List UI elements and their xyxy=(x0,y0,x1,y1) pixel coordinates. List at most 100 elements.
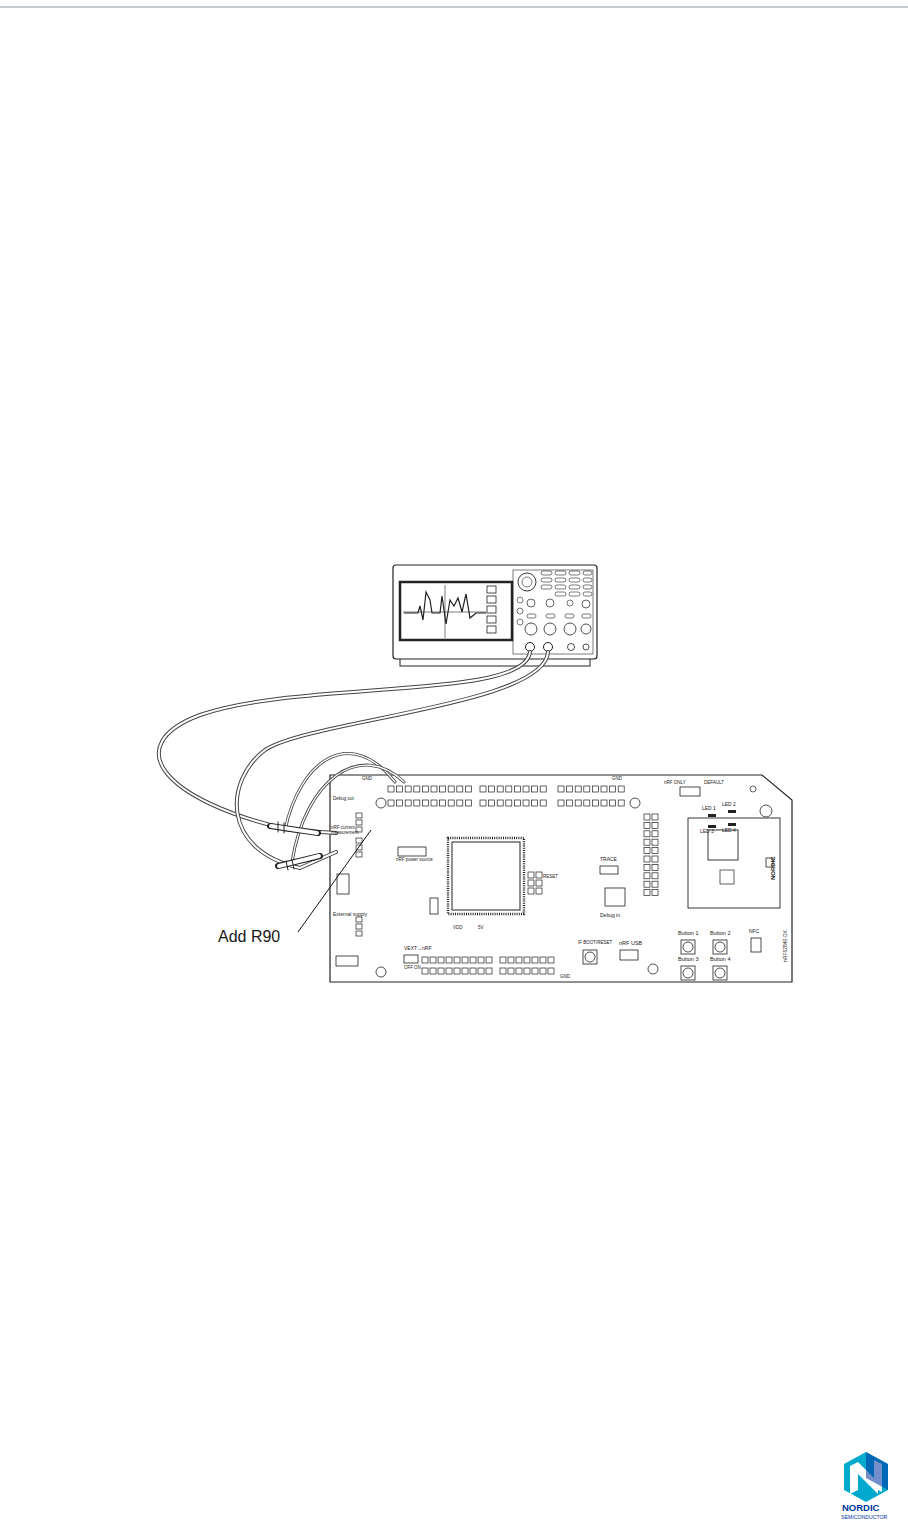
header-pin xyxy=(500,968,506,974)
header-pin xyxy=(422,968,428,974)
header-pin xyxy=(446,957,452,963)
header-pin xyxy=(430,968,436,974)
header-pin xyxy=(508,968,514,974)
header-pin xyxy=(470,957,476,963)
board-label: GND xyxy=(612,777,622,782)
header-pin xyxy=(532,957,538,963)
header-pin xyxy=(465,800,471,806)
header-pin xyxy=(497,800,503,806)
board-label: Button 3 xyxy=(678,957,699,963)
header-pin xyxy=(575,800,581,806)
board-label: External supply xyxy=(333,912,367,917)
board-label: 5V xyxy=(478,926,484,931)
header-pin xyxy=(356,924,362,929)
board-label: GND xyxy=(560,975,570,980)
header-pin xyxy=(528,888,534,894)
header-pin xyxy=(652,831,658,837)
header-pin xyxy=(397,800,403,806)
header-pin xyxy=(405,800,411,806)
header-pin xyxy=(652,814,658,820)
logo-text: SEMICONDUCTOR xyxy=(841,1515,887,1520)
header-pin xyxy=(480,786,486,792)
board-label: LED 1 xyxy=(702,806,716,811)
board-label: Button 4 xyxy=(710,957,731,963)
header-pin xyxy=(446,968,452,974)
header-pin xyxy=(567,786,573,792)
header-pin xyxy=(558,786,564,792)
logo-text: NORDIC xyxy=(842,1503,879,1513)
board-label: Debug in xyxy=(600,913,620,918)
header-pin xyxy=(462,968,468,974)
header-pin xyxy=(540,800,546,806)
header-pin xyxy=(644,822,650,828)
header-pin xyxy=(457,786,463,792)
header-pin xyxy=(523,800,529,806)
header-pin xyxy=(644,831,650,837)
header-pin xyxy=(523,786,529,792)
header-pin xyxy=(454,968,460,974)
board-label: LED 3 xyxy=(700,829,714,834)
header-pin xyxy=(644,848,650,854)
header-pin xyxy=(575,786,581,792)
header-pin xyxy=(644,814,650,820)
header-pin xyxy=(422,786,428,792)
header-pin xyxy=(422,957,428,963)
header-pin xyxy=(524,968,530,974)
header-pin xyxy=(478,968,484,974)
header-pin xyxy=(644,856,650,862)
header-pin xyxy=(440,786,446,792)
header-pin xyxy=(454,957,460,963)
header-pin xyxy=(532,786,538,792)
header-pin xyxy=(592,800,598,806)
board-label: Button 1 xyxy=(678,931,699,937)
header-pin xyxy=(356,852,362,857)
header-pin xyxy=(540,786,546,792)
board-label: DEFAULT xyxy=(704,781,724,786)
header-pin xyxy=(438,968,444,974)
header-pin xyxy=(592,786,598,792)
header-pin xyxy=(497,786,503,792)
board-label: nRF52840-DK xyxy=(783,930,788,962)
header-pin xyxy=(506,800,512,806)
header-pin xyxy=(610,800,616,806)
header-pin xyxy=(601,800,607,806)
board-label: ON xyxy=(414,966,421,971)
header-pin xyxy=(422,800,428,806)
header-pin xyxy=(508,957,514,963)
board-label: IF BOOT/RESET xyxy=(578,941,612,946)
header-pin xyxy=(430,957,436,963)
header-pin xyxy=(652,864,658,870)
header-pin xyxy=(584,786,590,792)
header-pin xyxy=(480,800,486,806)
header-pin xyxy=(652,856,658,862)
header-pin xyxy=(506,786,512,792)
header-pin xyxy=(528,872,534,878)
header-pin xyxy=(431,800,437,806)
board-label: LED 2 xyxy=(722,802,736,807)
header-pin xyxy=(652,822,658,828)
header-pin xyxy=(438,957,444,963)
board-label: Button 2 xyxy=(710,931,731,937)
board-label: Debug out xyxy=(333,797,354,802)
header-rule xyxy=(0,7,908,8)
header-pin xyxy=(584,800,590,806)
board-label: nRF USB xyxy=(619,941,642,947)
header-pin xyxy=(514,786,520,792)
header-pin xyxy=(440,800,446,806)
header-pin xyxy=(470,968,476,974)
header-pin xyxy=(644,890,650,896)
header-pin xyxy=(356,931,362,936)
header-pin xyxy=(457,800,463,806)
header-pin xyxy=(610,786,616,792)
header-pin xyxy=(558,800,564,806)
header-pin xyxy=(567,800,573,806)
header-pin xyxy=(356,838,362,843)
board-label: RESET xyxy=(543,875,558,880)
header-pin xyxy=(356,917,362,922)
header-pin xyxy=(644,873,650,879)
header-pin xyxy=(532,968,538,974)
leader-line xyxy=(298,830,371,932)
header-pin xyxy=(356,820,362,825)
header-pin xyxy=(516,968,522,974)
